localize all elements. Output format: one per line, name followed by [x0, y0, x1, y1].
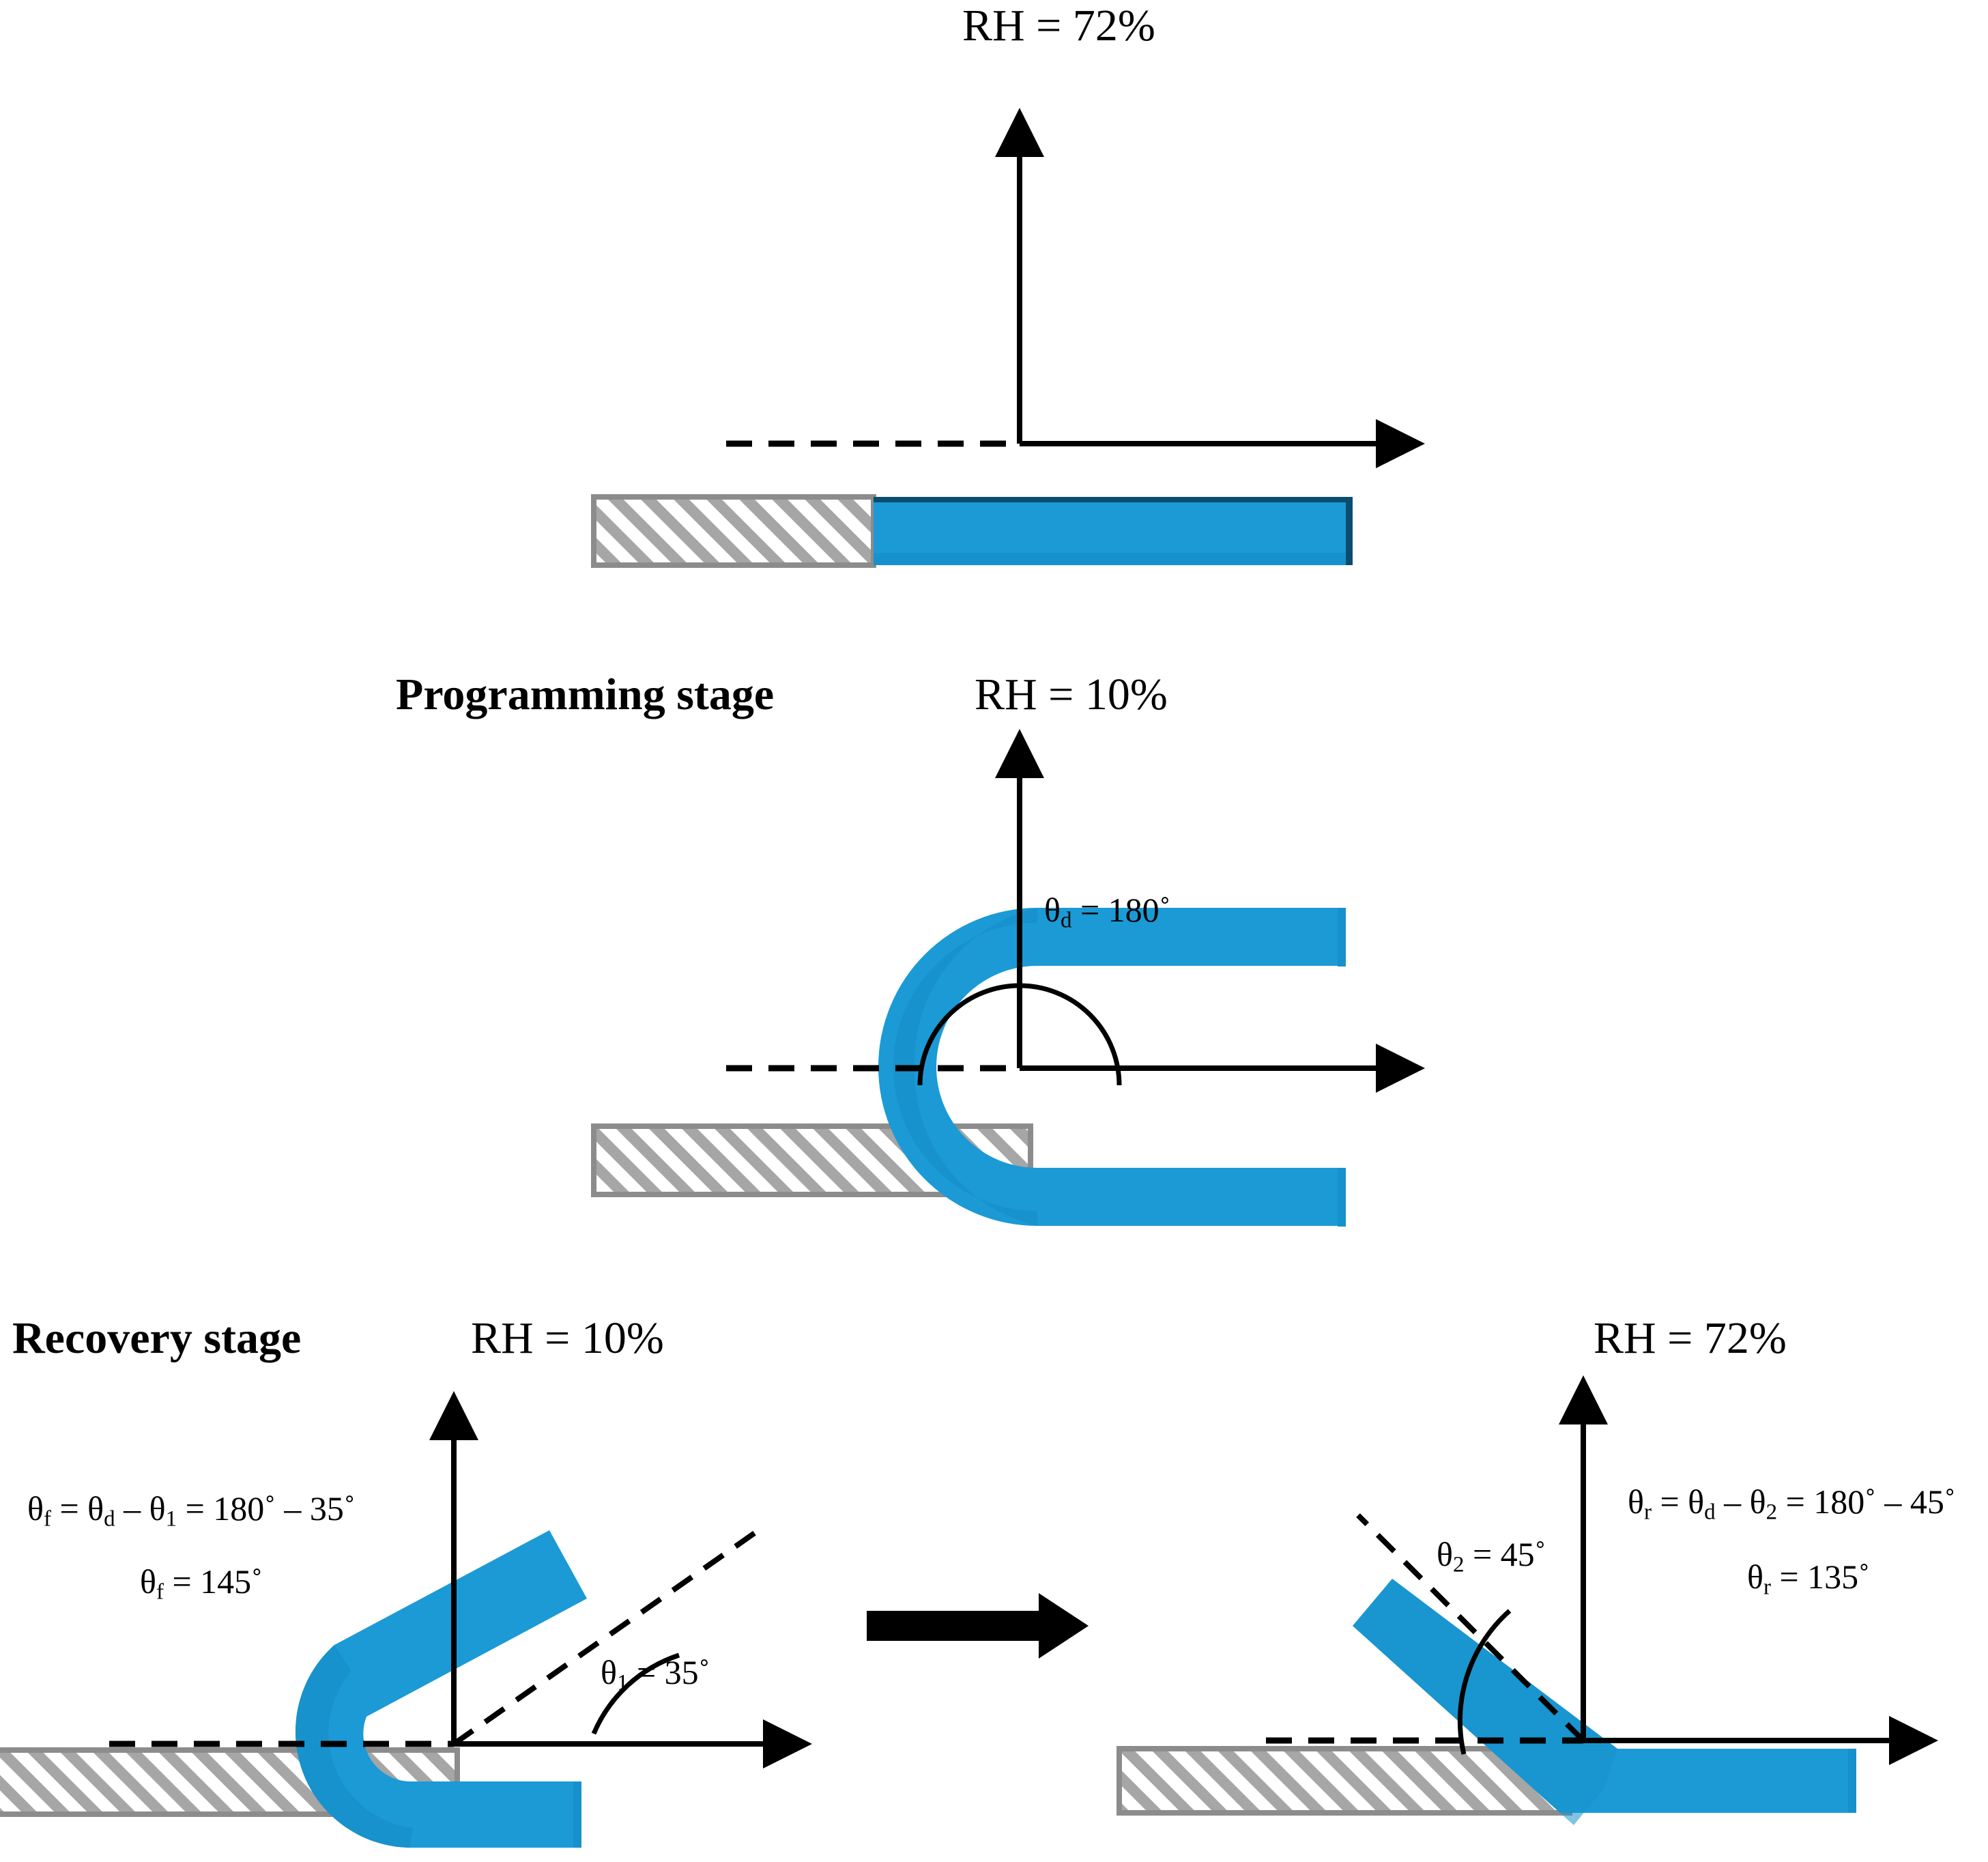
thetad-symbol-2: θ — [1688, 1483, 1705, 1521]
v45-2: 45˚ — [1500, 1535, 1546, 1573]
recovery-right-strip — [1353, 1579, 1856, 1825]
v35-2: 35˚ — [664, 1653, 710, 1691]
thetar-subscript: r — [1643, 1500, 1652, 1525]
thetad-symbol: θ — [87, 1489, 104, 1528]
recovery-left-rh-label: RH = 10% — [471, 1313, 664, 1363]
v180: 180˚ — [213, 1489, 276, 1528]
panel-recovery-right — [1117, 1375, 1988, 1862]
recovery-right-equation-line2: θr = 135˚ — [1747, 1560, 1870, 1599]
theta-symbol: θ — [1044, 891, 1061, 929]
eq5: = — [1785, 1483, 1805, 1521]
programming-angle-label: θd = 180˚ — [1044, 893, 1170, 932]
thetar-subscript-2: r — [1763, 1575, 1771, 1600]
recovery-right-svg — [1117, 1375, 1938, 1825]
recovery-right-angle-label: θ2 = 45˚ — [1437, 1537, 1546, 1576]
recovery-left-angle-arc — [591, 1652, 680, 1735]
eq2: = — [185, 1489, 205, 1528]
minus3: – — [1724, 1483, 1742, 1521]
angle-value: 180˚ — [1108, 891, 1171, 929]
equals-sign: = — [1080, 891, 1100, 929]
theta1-subscript: 1 — [165, 1506, 177, 1532]
theta2-subscript-2: 2 — [1452, 1552, 1465, 1577]
eq7: = — [636, 1653, 657, 1691]
v135: 135˚ — [1807, 1558, 1870, 1596]
theta2-symbol-2: θ — [1437, 1535, 1453, 1573]
recovery-left-strip — [295, 1530, 587, 1848]
theta1-symbol: θ — [149, 1489, 166, 1528]
thetar-symbol: θ — [1628, 1483, 1644, 1521]
top-rh-label: RH = 72% — [962, 1, 1155, 51]
panel-programming-ubend — [560, 729, 1447, 1227]
v45: 45˚ — [1910, 1483, 1956, 1521]
recovery-right-rh-label: RH = 72% — [1594, 1313, 1787, 1363]
recovery-right-equation-line1: θr = θd – θ2 = 180˚ – 45˚ — [1628, 1485, 1956, 1523]
minus1: – — [124, 1489, 141, 1528]
v145: 145˚ — [200, 1562, 263, 1601]
thetaf-subscript-2: f — [156, 1579, 164, 1605]
recovery-left-dashed-incline — [452, 1528, 760, 1747]
thetaf-symbol-2: θ — [140, 1562, 156, 1601]
eq4: = — [1660, 1483, 1680, 1521]
eq3: = — [172, 1562, 192, 1601]
eq8: = — [1472, 1535, 1493, 1573]
top-strip — [874, 497, 1353, 565]
recovery-right-angle-arc — [1457, 1609, 1512, 1755]
theta-subscript: d — [1060, 908, 1072, 933]
thetaf-symbol: θ — [27, 1489, 44, 1528]
top-clamp — [591, 494, 876, 568]
v180-2: 180˚ — [1813, 1483, 1876, 1521]
right-arrow-icon — [867, 1593, 1089, 1659]
minus4: – — [1884, 1483, 1902, 1521]
programming-panel-svg — [591, 729, 1425, 1227]
theta1-symbol-2: θ — [601, 1653, 617, 1691]
programming-strip — [878, 908, 1346, 1227]
recovery-right-dashed-incline — [1356, 1513, 1585, 1743]
programming-angle-arc — [917, 983, 1122, 1086]
eq6: = — [1779, 1558, 1799, 1596]
thetaf-subscript: f — [43, 1506, 51, 1532]
theta2-subscript: 2 — [1766, 1500, 1778, 1525]
theta2-symbol: θ — [1749, 1483, 1766, 1521]
theta1-subscript-2: 1 — [616, 1670, 629, 1695]
minus2: – — [284, 1489, 302, 1528]
thetad-subscript: d — [104, 1506, 115, 1532]
panel-top-straight — [560, 108, 1447, 568]
thetad-subscript-2: d — [1704, 1500, 1716, 1525]
recovery-left-equation-line2: θf = 145˚ — [140, 1564, 263, 1603]
thetar-symbol-2: θ — [1747, 1558, 1763, 1596]
v35: 35˚ — [309, 1489, 356, 1528]
recovery-stage-label: Recovery stage — [12, 1313, 302, 1363]
transition-arrow — [867, 1590, 1092, 1672]
eq1: = — [59, 1489, 79, 1528]
top-panel-svg — [591, 108, 1425, 568]
recovery-left-equation-line1: θf = θd – θ1 = 180˚ – 35˚ — [27, 1491, 356, 1530]
recovery-left-angle-label: θ1 = 35˚ — [601, 1655, 710, 1694]
panel-recovery-left — [0, 1391, 819, 1862]
programming-stage-label: Programming stage — [396, 670, 775, 719]
programming-rh-label: RH = 10% — [975, 670, 1168, 719]
recovery-left-svg — [0, 1391, 812, 1848]
